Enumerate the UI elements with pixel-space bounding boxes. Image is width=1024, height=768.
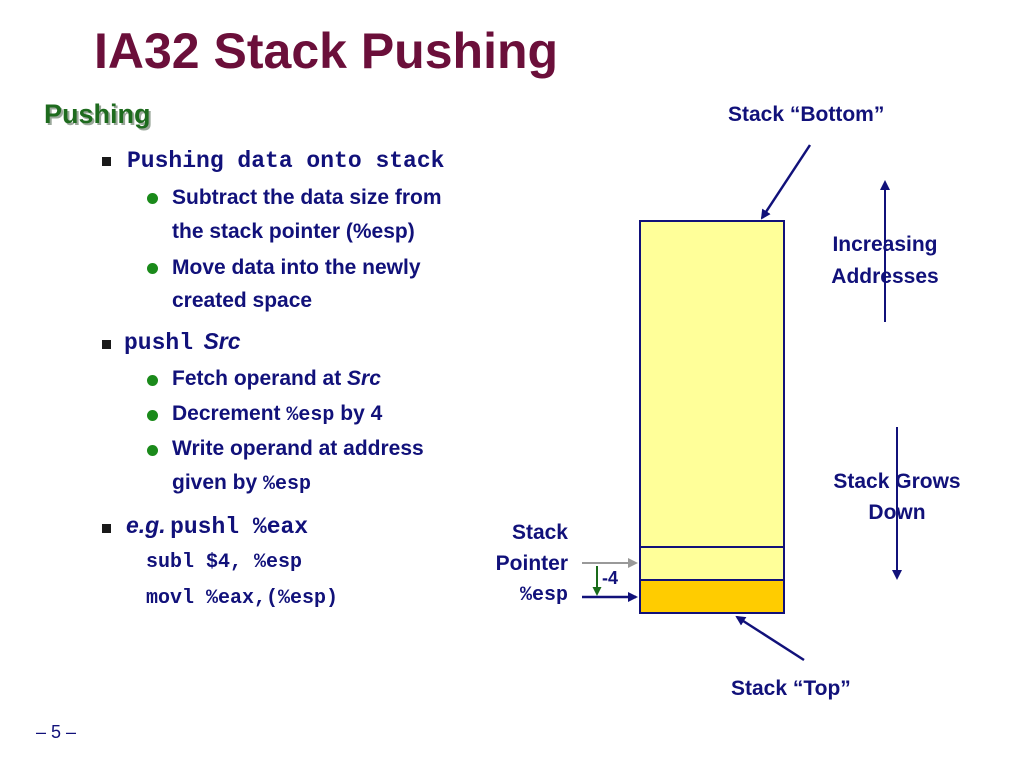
sub-bullet-write-line1: Write operand at address bbox=[172, 437, 424, 460]
stack-top-arrow bbox=[735, 615, 805, 662]
sub-bullet-write-line2: given by %esp bbox=[172, 471, 311, 496]
decrement-code: %esp bbox=[286, 404, 335, 427]
bullet-pushing-data: Pushing data onto stack bbox=[127, 148, 445, 174]
stack-old-top-slot bbox=[639, 546, 785, 581]
sub-bullet-move-line2: created space bbox=[172, 289, 313, 312]
write-pre: given by bbox=[172, 471, 258, 494]
page-number: – 5 – bbox=[36, 722, 77, 742]
src-italic: Src bbox=[203, 328, 241, 354]
eg-italic: e.g. bbox=[126, 512, 166, 538]
eg-code: pushl %eax bbox=[170, 514, 309, 540]
code-line-subl: subl $4, %esp bbox=[146, 551, 303, 574]
page-title: IA32 Stack Pushing bbox=[94, 23, 559, 79]
bullet-square-1 bbox=[102, 157, 111, 166]
fetch-src-italic: Src bbox=[347, 367, 381, 390]
section-heading: Pushing bbox=[44, 99, 151, 129]
grows-label-line2: Down bbox=[868, 501, 926, 524]
sub-bullet-decrement: Decrement %esp by 4 bbox=[172, 402, 382, 427]
bullet-dot-1 bbox=[147, 193, 158, 204]
bullet-pushl-src: pushl Src bbox=[124, 328, 241, 356]
sub-bullet-subtract-line1: Subtract the data size from bbox=[172, 186, 442, 209]
sub-bullet-fetch: Fetch operand at Src bbox=[172, 367, 381, 391]
stack-body bbox=[639, 220, 785, 548]
sub-bullet-subtract-line2: the stack pointer (%esp) bbox=[172, 220, 415, 243]
stack-bottom-label: Stack “Bottom” bbox=[728, 103, 885, 126]
increasing-label-line1: Increasing bbox=[832, 233, 938, 256]
increasing-label-line2: Addresses bbox=[831, 265, 939, 288]
stack-top-label: Stack “Top” bbox=[731, 677, 851, 700]
decrement-post: by 4 bbox=[340, 402, 383, 425]
stack-bottom-arrow bbox=[760, 144, 812, 220]
stack-new-slot bbox=[639, 579, 785, 614]
offset-label: -4 bbox=[602, 568, 619, 588]
write-code: %esp bbox=[263, 473, 312, 496]
pushl-code: pushl bbox=[124, 330, 194, 356]
decrement-pre: Decrement bbox=[172, 402, 281, 425]
grows-label-line1: Stack Grows bbox=[833, 470, 961, 493]
bullet-square-3 bbox=[102, 524, 111, 533]
bullet-dot-2 bbox=[147, 263, 158, 274]
bullet-example: e.g. pushl %eax bbox=[126, 512, 308, 540]
stack-pointer-label-line1: Stack bbox=[511, 521, 568, 544]
bullet-dot-4 bbox=[147, 410, 158, 421]
fetch-text: Fetch operand at bbox=[172, 367, 342, 390]
bullet-square-2 bbox=[102, 340, 111, 349]
code-line-movl: movl %eax,(%esp) bbox=[146, 587, 339, 610]
bullet-dot-5 bbox=[147, 445, 158, 456]
stack-pointer-label-line2: Pointer bbox=[495, 552, 568, 575]
stack-pointer-register: %esp bbox=[519, 584, 568, 607]
sub-bullet-move-line1: Move data into the newly bbox=[172, 256, 421, 279]
bullet-dot-3 bbox=[147, 375, 158, 386]
